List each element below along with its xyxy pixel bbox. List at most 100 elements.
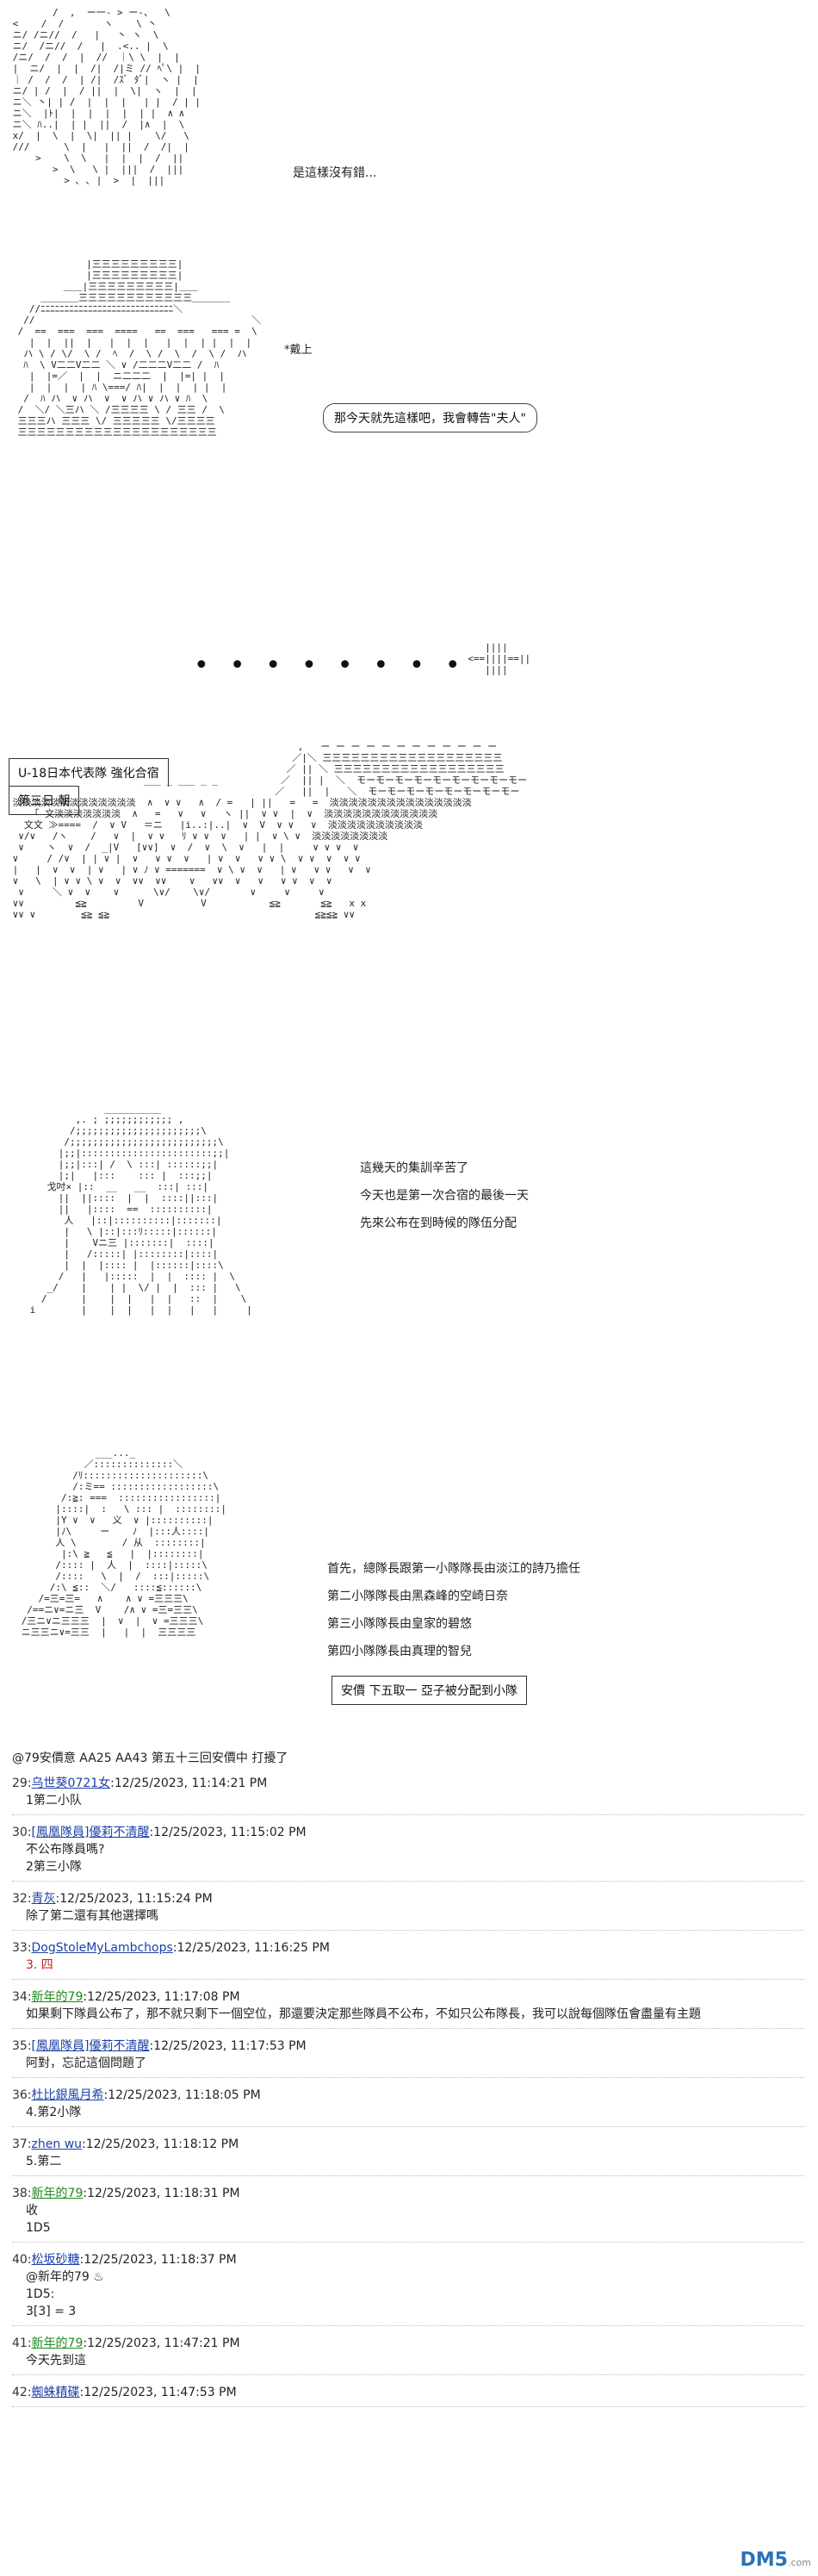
comment-timestamp: :12/25/2023, 11:17:08 PM xyxy=(83,1990,240,2004)
ascii-art-speaker-girl: __________ ,. ; ;;;;;;;;;;;; , /;;;;;;;;… xyxy=(29,1103,252,1316)
comment-timestamp: :12/25/2023, 11:18:37 PM xyxy=(79,2253,237,2267)
comment-username-link[interactable]: zhen wu xyxy=(31,2137,83,2151)
comment-post: 33:DogStoleMyLambchops:12/25/2023, 11:16… xyxy=(12,1939,804,1980)
ascii-art-group-scene: , ー ー ー ー ー ー ー ー ー ー ー ー ／|＼ 三三三三三三三三三三… xyxy=(12,741,528,920)
comment-body: 1第二小队 xyxy=(26,1794,82,1808)
comment-timestamp: :12/25/2023, 11:18:05 PM xyxy=(103,2088,261,2102)
comment-body: 4.第2小隊 xyxy=(26,2106,82,2119)
comment-post: 38:新年的79:12/25/2023, 11:18:31 PM 收 1D5 xyxy=(12,2185,804,2243)
comment-timestamp: :12/25/2023, 11:47:21 PM xyxy=(83,2336,240,2350)
comment-timestamp: :12/25/2023, 11:18:12 PM xyxy=(82,2137,239,2151)
comment-timestamp: :12/25/2023, 11:17:53 PM xyxy=(149,2039,307,2053)
comment-separator xyxy=(12,1930,804,1931)
thread-header: @79安價意 AA25 AA43 第五十三回安價中 打擾了 xyxy=(12,1752,288,1765)
comment-body: 阿對，忘記這個問題了 xyxy=(26,2056,146,2070)
ascii-art-door-icon: |||| <==||||==|| |||| xyxy=(468,642,531,675)
comment-post: 40:松坂砂糖:12/25/2023, 11:18:37 PM @新年的79 ♨ … xyxy=(12,2251,804,2326)
comment-number: 34: xyxy=(12,1990,32,2004)
comment-post: 29:乌世葵0721女:12/25/2023, 11:14:21 PM 1第二小队 xyxy=(12,1775,804,1815)
comment-post: 42:蜘蛛精碟:12/25/2023, 11:47:53 PM xyxy=(12,2384,804,2407)
announcement-line-3: 第三小隊隊長由皇家的碧悠 xyxy=(327,1617,472,1631)
comment-separator xyxy=(12,2242,804,2243)
comment-separator xyxy=(12,1881,804,1882)
dialogue-line-2: 今天也是第一次合宿的最後一天 xyxy=(360,1189,529,1203)
comment-username-link[interactable]: 乌世葵0721女 xyxy=(31,1776,111,1790)
comment-meta: 30:[鳳凰隊員]優莉不清醒:12/25/2023, 11:15:02 PM xyxy=(12,1824,804,1841)
comment-separator xyxy=(12,2374,804,2375)
comment-number: 42: xyxy=(12,2386,32,2399)
comment-meta: 35:[鳳凰隊員]優莉不清醒:12/25/2023, 11:17:53 PM xyxy=(12,2038,804,2055)
comment-timestamp: :12/25/2023, 11:15:02 PM xyxy=(149,1826,307,1839)
comment-separator xyxy=(12,2406,804,2407)
comment-number: 30: xyxy=(12,1826,32,1839)
site-logo: DM5.com xyxy=(740,2549,811,2571)
comment-timestamp: :12/25/2023, 11:14:21 PM xyxy=(110,1776,268,1790)
comment-timestamp: :12/25/2023, 11:15:24 PM xyxy=(55,1892,213,1906)
comment-meta: 34:新年的79:12/25/2023, 11:17:08 PM xyxy=(12,1988,804,2006)
comment-separator xyxy=(12,2077,804,2078)
comment-body: 不公布隊員嗎? 2第三小隊 xyxy=(26,1843,105,1874)
comment-number: 37: xyxy=(12,2137,32,2151)
comment-meta: 32:青灰:12/25/2023, 11:15:24 PM xyxy=(12,1890,804,1907)
comment-username-link[interactable]: DogStoleMyLambchops xyxy=(31,1941,173,1955)
comment-number: 38: xyxy=(12,2187,32,2200)
comment-username-link[interactable]: 松坂砂糖 xyxy=(31,2253,80,2267)
comment-separator xyxy=(12,2175,804,2176)
announcement-line-2: 第二小隊隊長由黑森峰的空崎日奈 xyxy=(327,1590,508,1603)
comment-separator xyxy=(12,2126,804,2127)
comment-body: 3. 四 xyxy=(26,1958,53,1972)
comment-meta: 29:乌世葵0721女:12/25/2023, 11:14:21 PM xyxy=(12,1775,804,1792)
comment-body: 除了第二還有其他選擇嗎 xyxy=(26,1909,158,1923)
vote-instruction-box: 安價 下五取一 亞子被分配到小隊 xyxy=(332,1676,527,1705)
dialogue-line-3: 先來公布在到時候的隊伍分配 xyxy=(360,1216,517,1230)
comment-body: 收 1D5 xyxy=(26,2204,51,2235)
comment-username-link[interactable]: 新年的79 xyxy=(31,1990,84,2004)
comment-username-link[interactable]: 新年的79 xyxy=(31,2187,84,2200)
comment-separator xyxy=(12,2028,804,2029)
comment-number: 33: xyxy=(12,1941,32,1955)
comment-separator xyxy=(12,2325,804,2326)
post-list: 29:乌世葵0721女:12/25/2023, 11:14:21 PM 1第二小队… xyxy=(12,1775,804,2407)
comment-number: 40: xyxy=(12,2253,32,2267)
comment-meta: 41:新年的79:12/25/2023, 11:47:21 PM xyxy=(12,2335,804,2352)
dialogue-line: 是這樣沒有錯... xyxy=(293,166,377,180)
comment-thread: @79安價意 AA25 AA43 第五十三回安價中 打擾了 29:乌世葵0721… xyxy=(12,1749,804,2416)
comment-username-link[interactable]: 青灰 xyxy=(31,1892,56,1906)
comment-body: 今天先到這 xyxy=(26,2354,86,2368)
comment-username-link[interactable]: [鳳凰隊員]優莉不清醒 xyxy=(31,2039,150,2053)
dialogue-note: *戴上 xyxy=(284,344,313,357)
ascii-art-announcer: ___..._ ／::::::::::::::＼ /ﾘ:::::::::::::… xyxy=(21,1447,227,1638)
comment-body: 如果剩下隊員公布了，那不就只剩下一個空位，那還要決定那些隊員不公布，不如只公布隊… xyxy=(26,2007,701,2021)
comment-meta: 40:松坂砂糖:12/25/2023, 11:18:37 PM xyxy=(12,2251,804,2268)
dialogue-line-1: 這幾天的集訓辛苦了 xyxy=(360,1161,468,1175)
comment-username-link[interactable]: 新年的79 xyxy=(31,2336,84,2350)
comment-meta: 37:zhen wu:12/25/2023, 11:18:12 PM xyxy=(12,2136,804,2153)
announcement-line-4: 第四小隊隊長由真理的智兒 xyxy=(327,1645,472,1658)
comment-timestamp: :12/25/2023, 11:18:31 PM xyxy=(83,2187,240,2200)
comment-username-link[interactable]: [鳳凰隊員]優莉不清醒 xyxy=(31,1826,150,1839)
time-caption: 第三日 朝 xyxy=(9,786,80,815)
comment-body: @新年的79 ♨ 1D5: 3[3] = 3 xyxy=(26,2270,104,2318)
comment-timestamp: :12/25/2023, 11:47:53 PM xyxy=(79,2386,237,2399)
announcement-line-1: 首先，總隊長跟第一小隊隊長由淡江的詩乃擔任 xyxy=(327,1562,580,1576)
comment-username-link[interactable]: 蜘蛛精碟 xyxy=(31,2386,80,2399)
ellipsis-dots: •••••••• xyxy=(194,650,481,681)
comment-post: 32:青灰:12/25/2023, 11:15:24 PM 除了第二還有其他選擇嗎 xyxy=(12,1890,804,1931)
comment-meta: 33:DogStoleMyLambchops:12/25/2023, 11:16… xyxy=(12,1939,804,1957)
comment-meta: 38:新年的79:12/25/2023, 11:18:31 PM xyxy=(12,2185,804,2202)
comment-number: 41: xyxy=(12,2336,32,2350)
comment-number: 29: xyxy=(12,1776,32,1790)
comment-post: 37:zhen wu:12/25/2023, 11:18:12 PM 5.第二 xyxy=(12,2136,804,2176)
comment-post: 41:新年的79:12/25/2023, 11:47:21 PM 今天先到這 xyxy=(12,2335,804,2375)
ascii-art-character-2: |三三三三三三三三三| |三三三三三三三三三| ＿＿|三三三三三三三三三|＿＿ … xyxy=(17,258,262,438)
speech-bubble: 那今天就先這樣吧，我會轉告"夫人" xyxy=(323,403,537,432)
comment-body: 5.第二 xyxy=(26,2155,62,2168)
comment-timestamp: :12/25/2023, 11:16:25 PM xyxy=(172,1941,330,1955)
comment-username-link[interactable]: 杜比銀風月希 xyxy=(31,2088,104,2102)
ascii-art-girl-1: / , ー一- > ー-、 \ < / / ヽ \ 丶 ニ/ /ニ// / | … xyxy=(12,7,201,186)
comment-number: 35: xyxy=(12,2039,32,2053)
comment-number: 32: xyxy=(12,1892,32,1906)
